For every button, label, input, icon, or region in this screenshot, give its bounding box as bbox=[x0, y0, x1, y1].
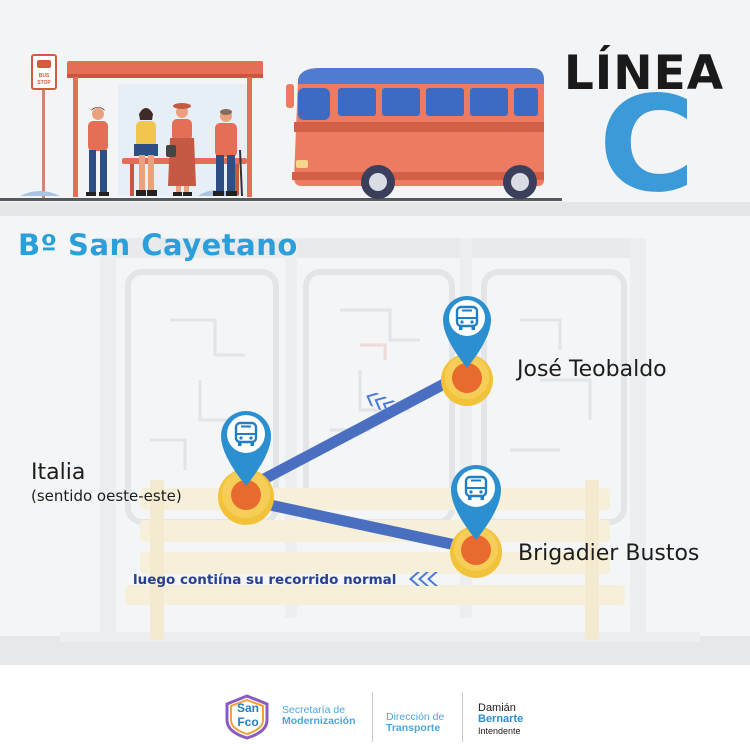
san-fco-logo-icon bbox=[225, 694, 269, 740]
neighborhood-title: Bº San Cayetano bbox=[18, 228, 298, 262]
stop-label-jose-teobaldo: José Teobaldo bbox=[517, 357, 667, 382]
stop-marker-brigadier-bustos bbox=[450, 465, 502, 578]
footer-divider bbox=[462, 692, 463, 742]
secretaria-line1: Secretaría de bbox=[282, 704, 346, 716]
footer-divider bbox=[372, 692, 373, 742]
stop-note-italia: (sentido oeste-este) bbox=[31, 487, 182, 505]
intendente-first-name: Damián bbox=[478, 702, 516, 714]
bus-stop-sign-icon: BUS STOP bbox=[31, 54, 57, 198]
line-letter: C bbox=[598, 68, 696, 222]
direccion-line2: Transporte bbox=[386, 722, 441, 734]
waiting-passengers bbox=[86, 103, 243, 197]
direccion-line1: Dirección de bbox=[386, 711, 445, 723]
logo-text-line2: Fco bbox=[237, 715, 259, 729]
stop-marker-italia bbox=[218, 411, 274, 525]
stop-label-brigadier-bustos: Brigadier Bustos bbox=[518, 541, 700, 566]
stop-label-italia: Italia bbox=[31, 460, 86, 485]
ground-line bbox=[0, 198, 562, 201]
route-path bbox=[241, 368, 480, 555]
footer bbox=[0, 665, 750, 750]
intendente-last-name: Bernarte bbox=[478, 713, 524, 725]
svg-text:STOP: STOP bbox=[37, 80, 51, 86]
stop-marker-jose-teobaldo bbox=[441, 296, 493, 406]
continuation-note: luego contiína su recorrido normal bbox=[133, 572, 397, 588]
bus-illustration bbox=[286, 68, 544, 199]
svg-text:BUS: BUS bbox=[39, 73, 50, 79]
secretaria-line2: Modernización bbox=[282, 715, 356, 727]
intendente-title: Intendente bbox=[478, 726, 521, 736]
line-title: LÍNEA bbox=[563, 46, 725, 101]
logo-text-line1: San bbox=[236, 701, 259, 715]
